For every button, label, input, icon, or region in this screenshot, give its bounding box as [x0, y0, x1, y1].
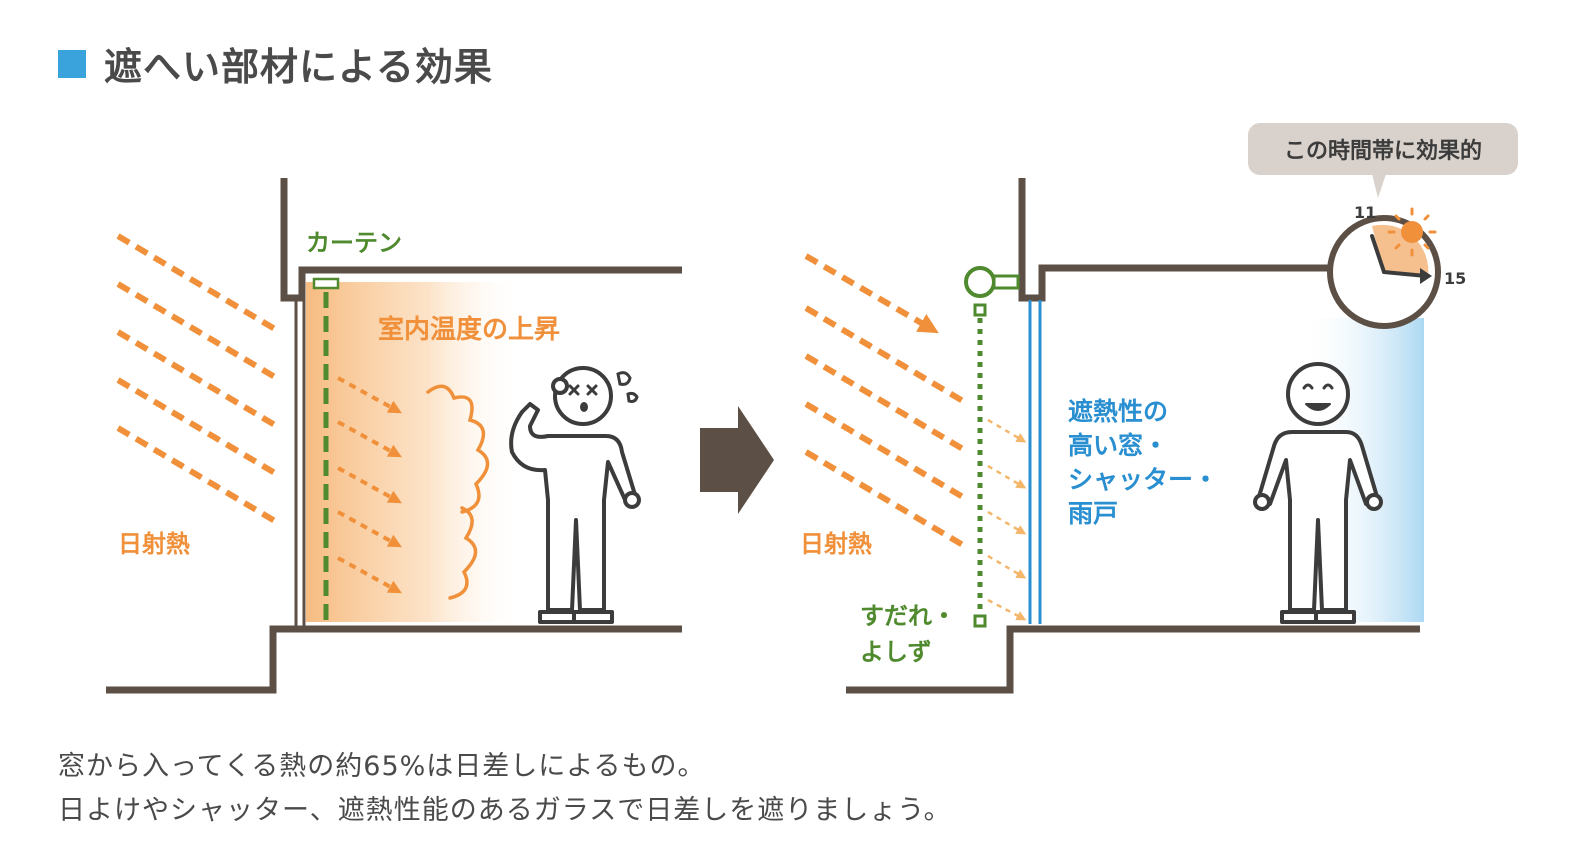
left-heat-arrows — [337, 376, 402, 594]
curtain-rail — [312, 277, 340, 290]
window-label-line4: 雨戸 — [1068, 499, 1118, 528]
page-title: 遮へい部材による効果 — [104, 45, 493, 89]
sudare-label-line2: よしず — [860, 638, 932, 666]
clock-end-label: 15 — [1444, 269, 1466, 288]
heading-square-icon — [58, 49, 86, 78]
caption-line2: 日よけやシャッター、遮熱性能のあるガラスで日差しを遮りましょう。 — [58, 795, 952, 826]
heat-wave-icon — [426, 384, 490, 600]
sudare-screen — [964, 266, 1020, 628]
left-scene: カーテン 室内温度の上昇 日射熱 — [106, 178, 682, 694]
sun-icon — [1387, 207, 1437, 257]
caption: 窓から入ってくる熱の約65%は日差しによるもの。 日よけやシャッター、遮熱性能の… — [58, 745, 952, 833]
comfortable-person-figure — [1253, 362, 1383, 624]
right-solar-heat-label: 日射熱 — [800, 530, 872, 558]
effective-time-bubble: この時間帯に効果的 — [1248, 123, 1518, 198]
window-label-line3: シャッター・ — [1068, 465, 1218, 494]
window-label-line2: 高い窓・ — [1068, 431, 1168, 460]
right-building-wall — [846, 178, 1420, 694]
window-label-line1: 遮熱性の — [1068, 397, 1168, 426]
left-solar-heat-label: 日射熱 — [118, 530, 190, 558]
caption-line1: 窓から入ってくる熱の約65%は日差しによるもの。 — [58, 751, 706, 782]
sudare-label-line1: すだれ・ — [860, 602, 956, 630]
left-building-wall — [106, 178, 682, 694]
curtain-label: カーテン — [306, 229, 402, 257]
hot-person-figure — [509, 366, 641, 624]
left-sun-rays — [116, 233, 282, 527]
right-scene: この時間帯に効果的 11 15 — [800, 123, 1518, 694]
reduced-heat-arrows — [987, 418, 1027, 621]
clock-start-label: 11 — [1354, 203, 1376, 222]
section-heading: 遮へい部材による効果 — [58, 36, 493, 91]
warm-interior — [306, 282, 526, 622]
bubble-text: この時間帯に効果的 — [1284, 138, 1482, 164]
clock-icon: 11 15 — [1327, 203, 1466, 329]
transition-arrow-icon — [700, 406, 774, 514]
right-sun-rays — [804, 253, 970, 551]
sweat-drops-icon — [616, 371, 639, 403]
temp-rise-label: 室内温度の上昇 — [378, 314, 560, 345]
